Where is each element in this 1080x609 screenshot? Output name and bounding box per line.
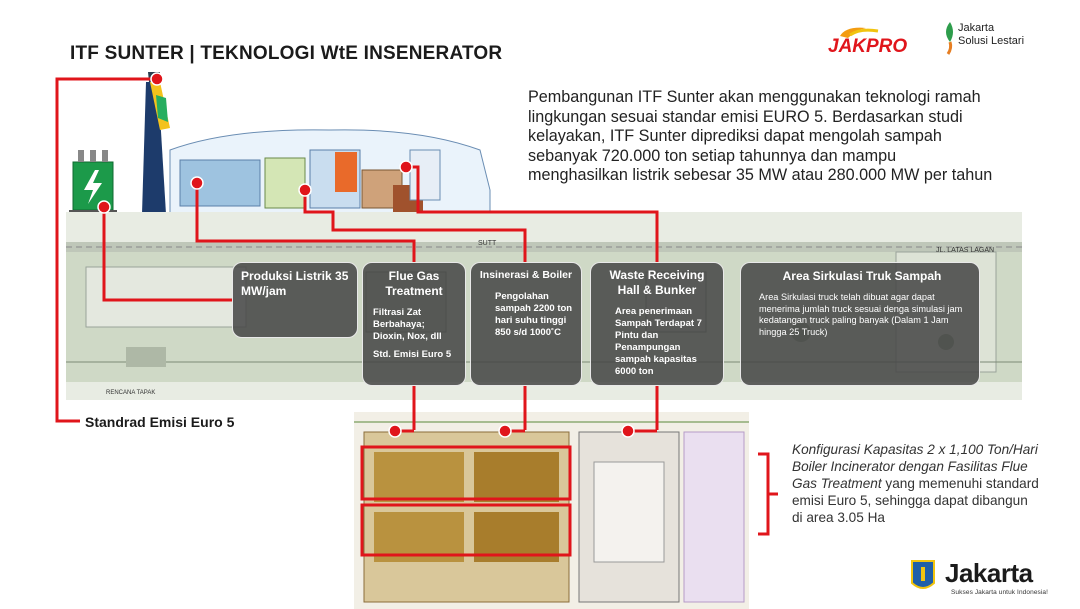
lightning-icon [84,170,102,204]
card-area-sirkulasi: Area Sirkulasi Truk Sampah Area Sirkulas… [740,262,980,386]
card-insinerasi-boiler-body: Pengolahan sampah 2200 ton hari suhu tin… [495,291,573,338]
config-description: Konfigurasi Kapasitas 2 x 1,100 Ton/Hari… [792,441,1042,526]
plant-building [169,129,491,215]
page-title: ITF SUNTER | TEKNOLOGI WtE INSENERATOR [70,43,503,64]
card-area-sirkulasi-title: Area Sirkulasi Truk Sampah [782,269,942,283]
plan-label-rencana: RENCANA TAPAK [106,390,155,396]
config-plain: yang memenuhi standard emisi Euro 5, seh… [792,476,1039,525]
jakarta-emblem-icon [911,560,935,589]
jsl-line-1: Jakarta [958,22,995,34]
plan-label-sutt: SUTT [478,240,497,247]
jsl-line-2: Solusi Lestari [958,35,1025,47]
plan-label-jalan: JL. LATAS LAGAN [936,247,994,254]
floor-plan [354,412,749,609]
jakarta-wordmark: Jakarta [945,558,1033,588]
svg-text:JAKPRO: JAKPRO [828,36,907,57]
chimney [142,72,170,214]
jsl-logo-text: Jakarta Solusi Lestari [958,22,1024,48]
card-flue-gas-footer: Std. Emisi Euro 5 [373,349,452,360]
card-insinerasi-boiler-title: Insinerasi & Boiler [479,269,573,281]
card-produksi-listrik: Produksi Listrik 35 MW/jam [232,262,358,338]
transformer-icon [69,150,117,216]
jsl-leaf-icon [946,22,953,55]
standard-emisi-label: Standrad Emisi Euro 5 [85,414,235,430]
card-waste-receiving-title: Waste Receiving Hall & Bunker [609,268,705,297]
config-italic: Konfigurasi Kapasitas 2 x 1,100 Ton/Hari… [792,442,1038,491]
card-waste-receiving: Waste Receiving Hall & Bunker Area pener… [590,262,724,386]
jakarta-tagline: Sukses Jakarta untuk Indonesia! [951,589,1049,596]
intro-paragraph: Pembangunan ITF Sunter akan menggunakan … [528,88,993,184]
jakpro-logo: JAKPRO [828,27,907,57]
card-waste-receiving-body: Area penerimaan Sampah Terdapat 7 Pintu … [615,306,702,377]
card-flue-gas-title: Flue Gas Treatment [385,269,443,298]
card-flue-gas-body: Filtrasi Zat Berbahaya; Dioxin, Nox, dll [373,307,442,342]
card-area-sirkulasi-body: Area Sirkulasi truck telah dibuat agar d… [759,292,963,337]
card-insinerasi-boiler: Insinerasi & Boiler Pengolahan sampah 22… [470,262,582,386]
card-flue-gas: Flue Gas Treatment Filtrasi Zat Berbahay… [362,262,466,386]
card-produksi-listrik-title: Produksi Listrik 35 MW/jam [241,269,349,298]
